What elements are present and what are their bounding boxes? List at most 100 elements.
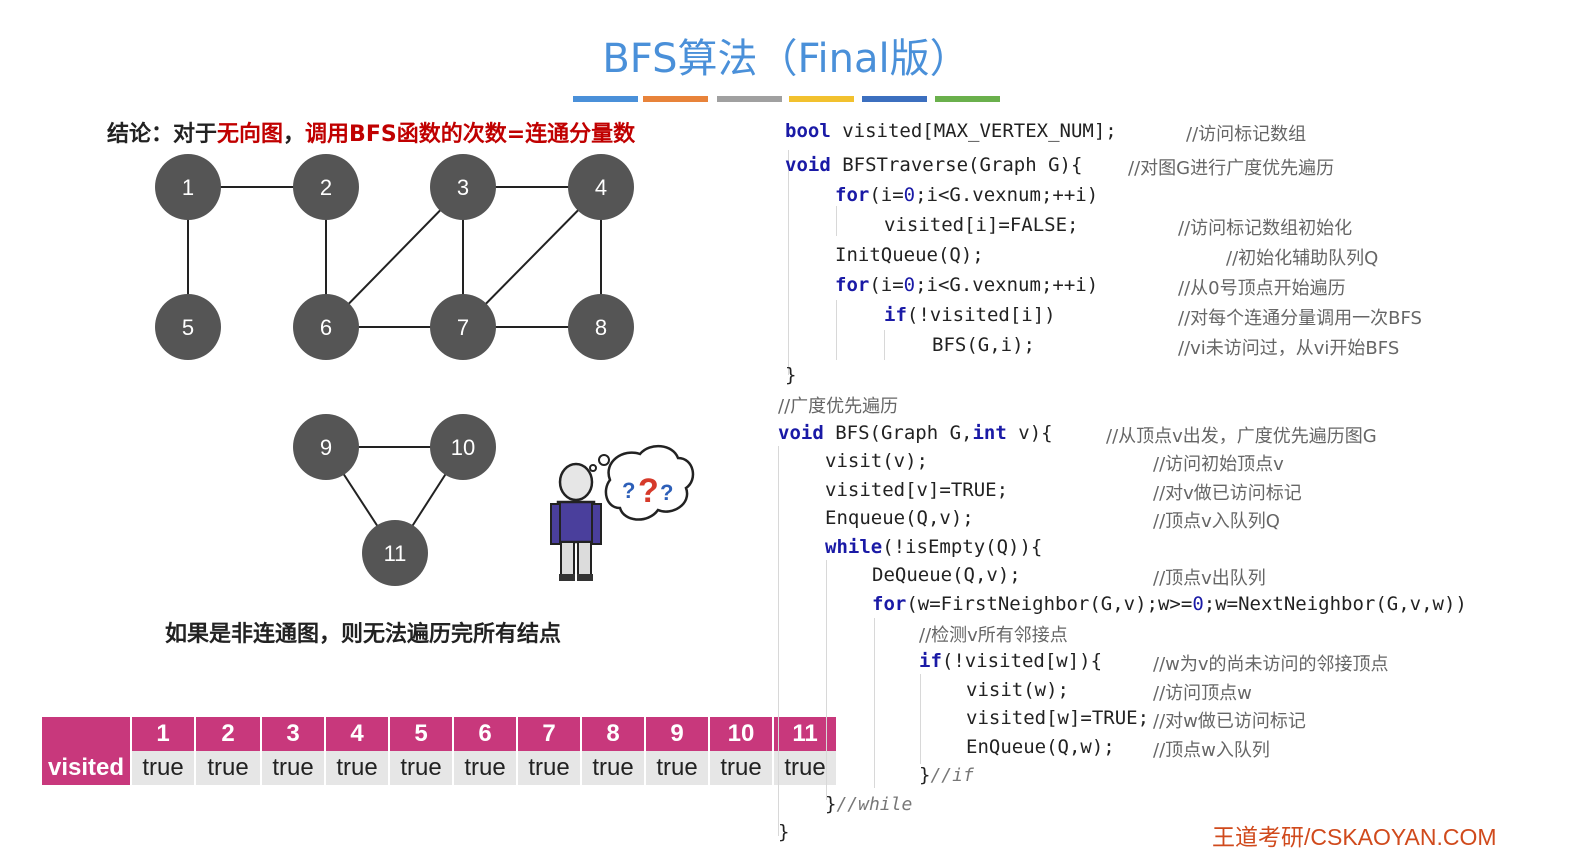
graph-node-circle (155, 154, 221, 220)
title-color-bar (935, 96, 1000, 102)
code-line-4: visited[i]=FALSE; (884, 214, 1079, 236)
code-line-12: visit(v); (825, 450, 928, 472)
visited-header-4: 4 (325, 717, 390, 751)
visited-header-8: 8 (581, 717, 646, 751)
visited-header-1: 1 (131, 717, 196, 751)
visited-header-2: 2 (195, 717, 262, 751)
code-line-11: void BFS(Graph G,int v){ (778, 422, 1053, 444)
code-line-25: } (778, 821, 790, 843)
code-text: BFSTraverse(Graph G){ (830, 154, 1083, 176)
code-line-7: if(!visited[i]) (884, 304, 1056, 326)
visited-header-7: 7 (517, 717, 582, 751)
title-color-bar (717, 96, 782, 102)
graph-node-circle (293, 294, 359, 360)
title-color-bar (643, 96, 708, 102)
code-comment-21: //对w做已访问标记 (1153, 711, 1306, 732)
code-text: } (919, 764, 931, 786)
slide-title: BFS算法（Final版） (602, 36, 970, 82)
visited-cell-5: true (389, 751, 454, 785)
conclusion-comma: ， (283, 122, 306, 147)
graph-node-circle (430, 154, 496, 220)
conclusion-prefix: 结论：对于 (107, 122, 218, 147)
code-line-5: InitQueue(Q); (835, 244, 984, 266)
indent-guide (920, 674, 921, 764)
code-line-9: } (785, 364, 797, 386)
code-keyword: for (835, 274, 870, 296)
code-comment-16: //顶点v出队列 (1153, 568, 1266, 589)
code-line-16: DeQueue(Q,v); (872, 564, 1021, 586)
graph-node-circle (568, 294, 634, 360)
code-comment-12: //访问初始顶点v (1153, 454, 1284, 475)
graph-node-label: 9 (320, 435, 332, 460)
graph-node-label: 6 (320, 315, 332, 340)
visited-corner-cell (42, 717, 132, 751)
graph-node-6: 6 (293, 294, 359, 360)
graph-node-4: 4 (568, 154, 634, 220)
visited-header-5: 5 (389, 717, 454, 751)
visited-header-3: 3 (261, 717, 326, 751)
code-line-1: bool visited[MAX_VERTEX_NUM]; (785, 120, 1117, 142)
visited-cell-11: true (773, 751, 838, 785)
graph-node-circle (293, 154, 359, 220)
visited-cell-3: true (261, 751, 326, 785)
code-line-14: Enqueue(Q,v); (825, 507, 974, 529)
graph-diagram: 1 2 3 4 5 6 7 8 9 10 11 (155, 154, 634, 586)
visited-header-11: 11 (773, 717, 838, 751)
disconnected-note: 如果是非连通图，则无法遍历完所有结点 (165, 622, 562, 647)
graph-node-5: 5 (155, 294, 221, 360)
graph-node-label: 10 (451, 435, 475, 460)
graph-node-circle (155, 294, 221, 360)
code-line-20: visit(w); (966, 679, 1069, 701)
code-comment-11: //从顶点v出发，广度优先遍历图G (1106, 426, 1377, 447)
code-line-19: if(!visited[w]){ (919, 650, 1102, 672)
code-comment-19: //w为v的尚未访问的邻接顶点 (1153, 654, 1389, 675)
graph-node-8: 8 (568, 294, 634, 360)
code-number: 0 (903, 274, 916, 296)
code-text: visited[MAX_VERTEX_NUM]; (830, 120, 1117, 142)
graph-node-label: 2 (320, 175, 332, 200)
code-text: } (825, 793, 837, 815)
graph-node-7: 7 (430, 294, 496, 360)
svg-text:?: ? (638, 472, 659, 510)
graph-node-circle (293, 414, 359, 480)
svg-text:?: ? (660, 480, 673, 505)
code-number: 0 (903, 184, 916, 206)
graph-node-label: 1 (182, 175, 194, 200)
code-line-8: BFS(G,i); (932, 334, 1035, 356)
visited-cell-10: true (709, 751, 774, 785)
code-text: (!isEmpty(Q)){ (882, 536, 1043, 558)
indent-guide (836, 300, 837, 360)
graph-node-label: 3 (457, 175, 469, 200)
graph-node-circle (430, 294, 496, 360)
code-comment-18: //检测v所有邻接点 (919, 625, 1068, 646)
code-text: ;w=NextNeighbor(G,v,w)) (1203, 593, 1467, 615)
graph-node-2: 2 (293, 154, 359, 220)
code-line-21: visited[w]=TRUE; (966, 707, 1150, 729)
graph-node-11: 11 (362, 520, 428, 586)
code-text: ;i<G.vexnum;++i) (915, 274, 1099, 296)
indent-guide (826, 560, 827, 800)
code-comment-22: //顶点w入队列 (1153, 740, 1270, 761)
code-line-17: for(w=FirstNeighbor(G,v);w>=0;w=NextNeig… (872, 593, 1467, 615)
footer-brand: 王道考研/CSKAOYAN.COM (1212, 824, 1497, 850)
conclusion-undirected: 无向图 (217, 122, 284, 147)
code-line-13: visited[v]=TRUE; (825, 479, 1009, 501)
graph-node-10: 10 (430, 414, 496, 480)
title-color-bar (789, 96, 854, 102)
indent-guide (788, 150, 789, 375)
graph-node-circle (362, 520, 428, 586)
code-comment-24: //while (836, 794, 913, 815)
graph-node-circle (568, 154, 634, 220)
code-text: ;i<G.vexnum;++i) (915, 184, 1099, 206)
code-comment-10: //广度优先遍历 (778, 396, 899, 417)
code-comment-14: //顶点v入队列Q (1153, 511, 1280, 532)
code-text: (w=FirstNeighbor(G,v);w>= (906, 593, 1193, 615)
code-text: (!visited[i]) (906, 304, 1056, 326)
code-text: (i= (869, 184, 904, 206)
title-color-bar (573, 96, 638, 102)
indent-guide (836, 206, 837, 236)
graph-node-9: 9 (293, 414, 359, 480)
code-comment-7: //对每个连通分量调用一次BFS (1178, 308, 1422, 329)
